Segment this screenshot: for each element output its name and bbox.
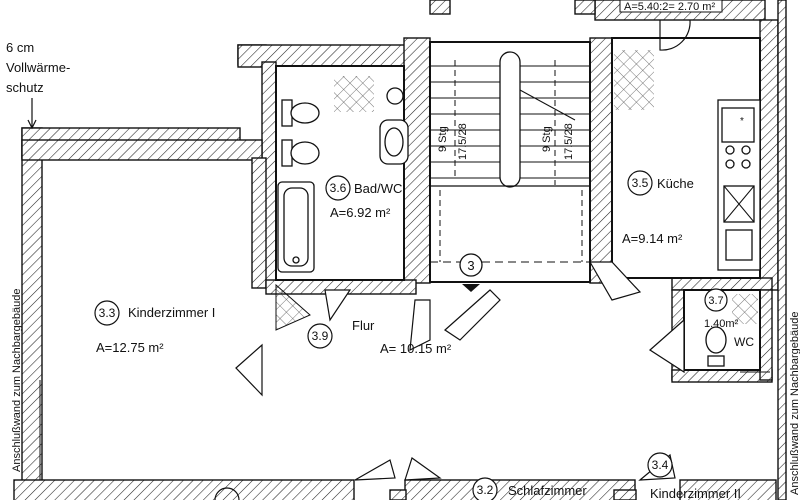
stair-ratio-right: 17.5/28 [563, 123, 575, 160]
room-name: Küche [657, 176, 694, 191]
room-label-bad-wc: 3.6 Bad/WC A=6.92 m² [325, 175, 402, 220]
insulation-note: 6 cm Vollwärme- schutz [6, 40, 70, 130]
room-label-wc: 3.7 1.40m² WC [704, 288, 754, 349]
kitchen-room: * [611, 19, 761, 282]
room-label-kinderzimmer-2: 3.4 Kinderzimmer II [647, 452, 741, 500]
insulation-line-1: 6 cm [6, 40, 34, 55]
stair-marker: 3 [467, 258, 474, 273]
room-label-schlafzimmer: 3.2 Schlafzimmer [472, 477, 587, 500]
room-area: A=9.14 m² [622, 231, 683, 246]
room-label-flur: 3.9 Flur A= 10.15 m² [307, 318, 452, 356]
side-note-right: Anschlußwand zum Nachbargebäude [789, 312, 800, 495]
room-number: 3.7 [708, 295, 723, 307]
insulation-line-2: Vollwärme- [6, 60, 70, 75]
room-name: Flur [352, 318, 375, 333]
room-area: A=6.92 m² [330, 205, 391, 220]
room-number: 3.3 [99, 306, 116, 320]
room-number: 3.2 [477, 483, 494, 497]
walls [13, 0, 787, 500]
side-note-left: Anschlußwand zum Nachbargebäude [11, 289, 23, 472]
top-area-label: A=5.40:2= 2.70 m² [624, 1, 715, 13]
door-swings [39, 261, 685, 481]
room-number: 3.9 [312, 329, 329, 343]
room-name: Schlafzimmer [508, 483, 587, 498]
svg-text:*: * [740, 116, 744, 127]
insulation-line-3: schutz [6, 80, 44, 95]
wc-room [683, 289, 770, 373]
stair-run-right: 9 Stg [541, 126, 553, 152]
room-name: Bad/WC [354, 181, 402, 196]
room-name: WC [734, 335, 754, 349]
stairwell: 9 Stg 17.5/28 9 Stg 17.5/28 3 [429, 41, 591, 292]
room-name: Kinderzimmer I [128, 305, 215, 320]
stair-run-left: 9 Stg [437, 126, 449, 152]
room-label-kinderzimmer-1: 3.3 Kinderzimmer I A=12.75 m² [94, 300, 215, 355]
room-name: Kinderzimmer II [650, 486, 741, 500]
stair-ratio-left: 17.5/28 [457, 123, 469, 160]
bathroom-room [275, 65, 409, 281]
room-area: 1.40m² [704, 318, 739, 330]
room-number: 3.4 [652, 458, 669, 472]
room-area: A=12.75 m² [96, 340, 164, 355]
room-number: 3.5 [632, 176, 649, 190]
room-number: 3.6 [330, 181, 347, 195]
room-area: A= 10.15 m² [380, 341, 452, 356]
room-label-kueche: 3.5 Küche A=9.14 m² [622, 170, 694, 246]
